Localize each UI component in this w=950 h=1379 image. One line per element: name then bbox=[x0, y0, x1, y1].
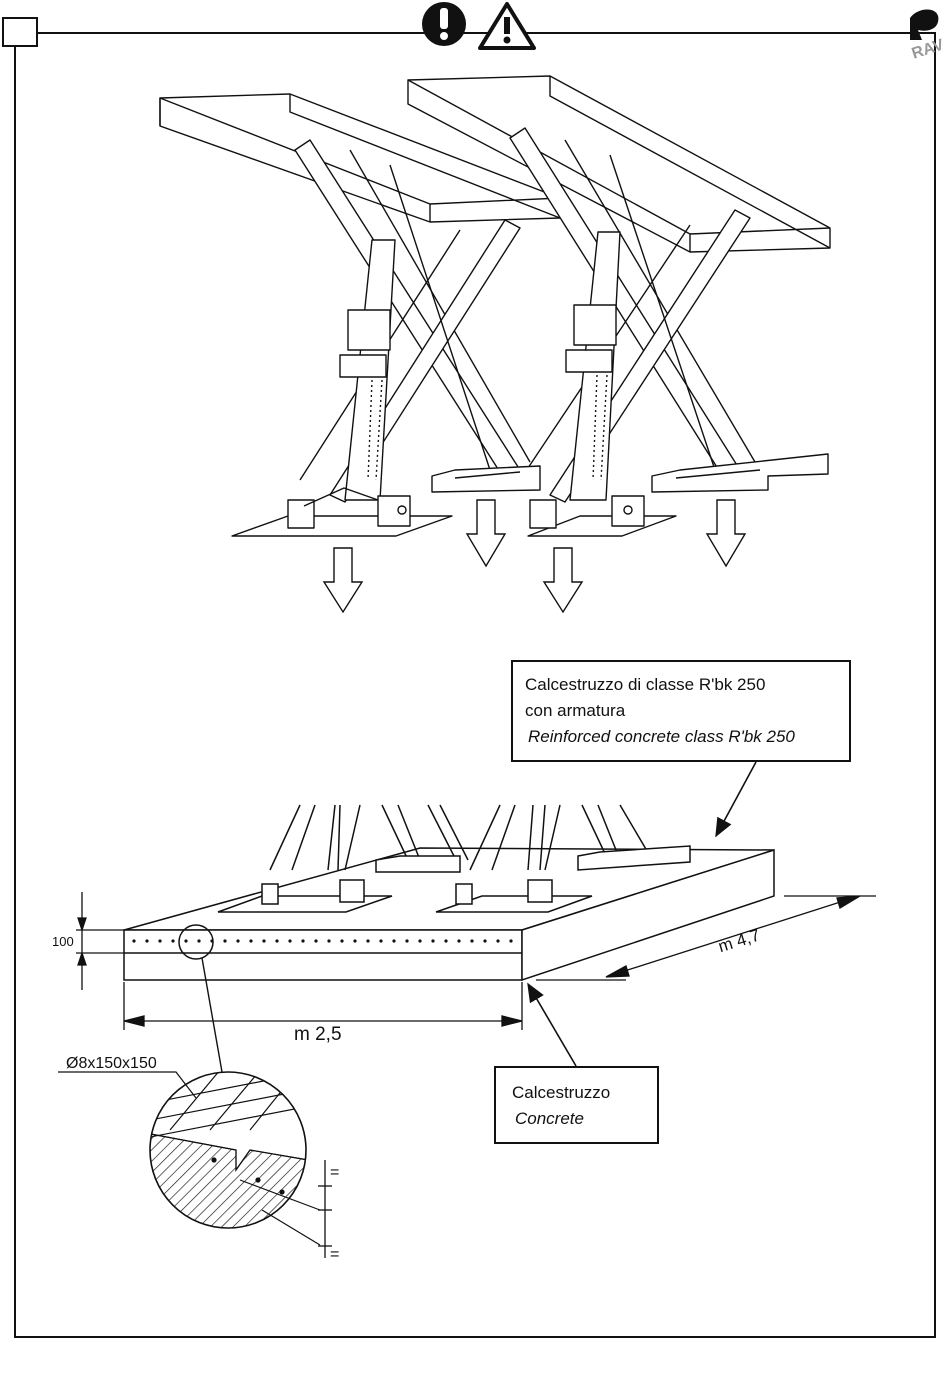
callout-english-line: Concrete bbox=[512, 1106, 657, 1132]
rebar-detail-magnifier bbox=[140, 1068, 320, 1245]
callout-italian-line1: Calcestruzzo di classe R'bk 250 bbox=[525, 672, 849, 698]
callout-english-line: Reinforced concrete class R'bk 250 bbox=[525, 724, 849, 750]
warning-triangle-icon bbox=[480, 4, 534, 48]
mesh-label: Ø8x150x150 bbox=[66, 1055, 157, 1073]
down-arrow-icon bbox=[467, 500, 505, 566]
brand-logo-icon: RAV bbox=[910, 9, 947, 62]
mandatory-action-icon bbox=[422, 2, 466, 46]
thickness-label: 100 bbox=[52, 934, 74, 949]
scissor-lift-drawing bbox=[160, 76, 830, 536]
down-arrow-icon bbox=[324, 548, 362, 612]
equal-mark-bottom: = bbox=[330, 1246, 339, 1264]
reinforced-concrete-callout: Calcestruzzo di classe R'bk 250 con arma… bbox=[511, 660, 851, 762]
width-dimension bbox=[124, 982, 522, 1030]
svg-text:RAV: RAV bbox=[910, 36, 947, 62]
callout-italian-line2: con armatura bbox=[525, 698, 849, 724]
concrete-callout: Calcestruzzo Concrete bbox=[494, 1066, 659, 1144]
callout-italian-line: Calcestruzzo bbox=[512, 1080, 657, 1106]
width-label: m 2,5 bbox=[294, 1024, 342, 1046]
down-arrow-icon bbox=[544, 548, 582, 612]
thickness-dimension bbox=[76, 892, 124, 990]
equal-mark-top: = bbox=[330, 1164, 339, 1182]
down-arrow-icon bbox=[707, 500, 745, 566]
